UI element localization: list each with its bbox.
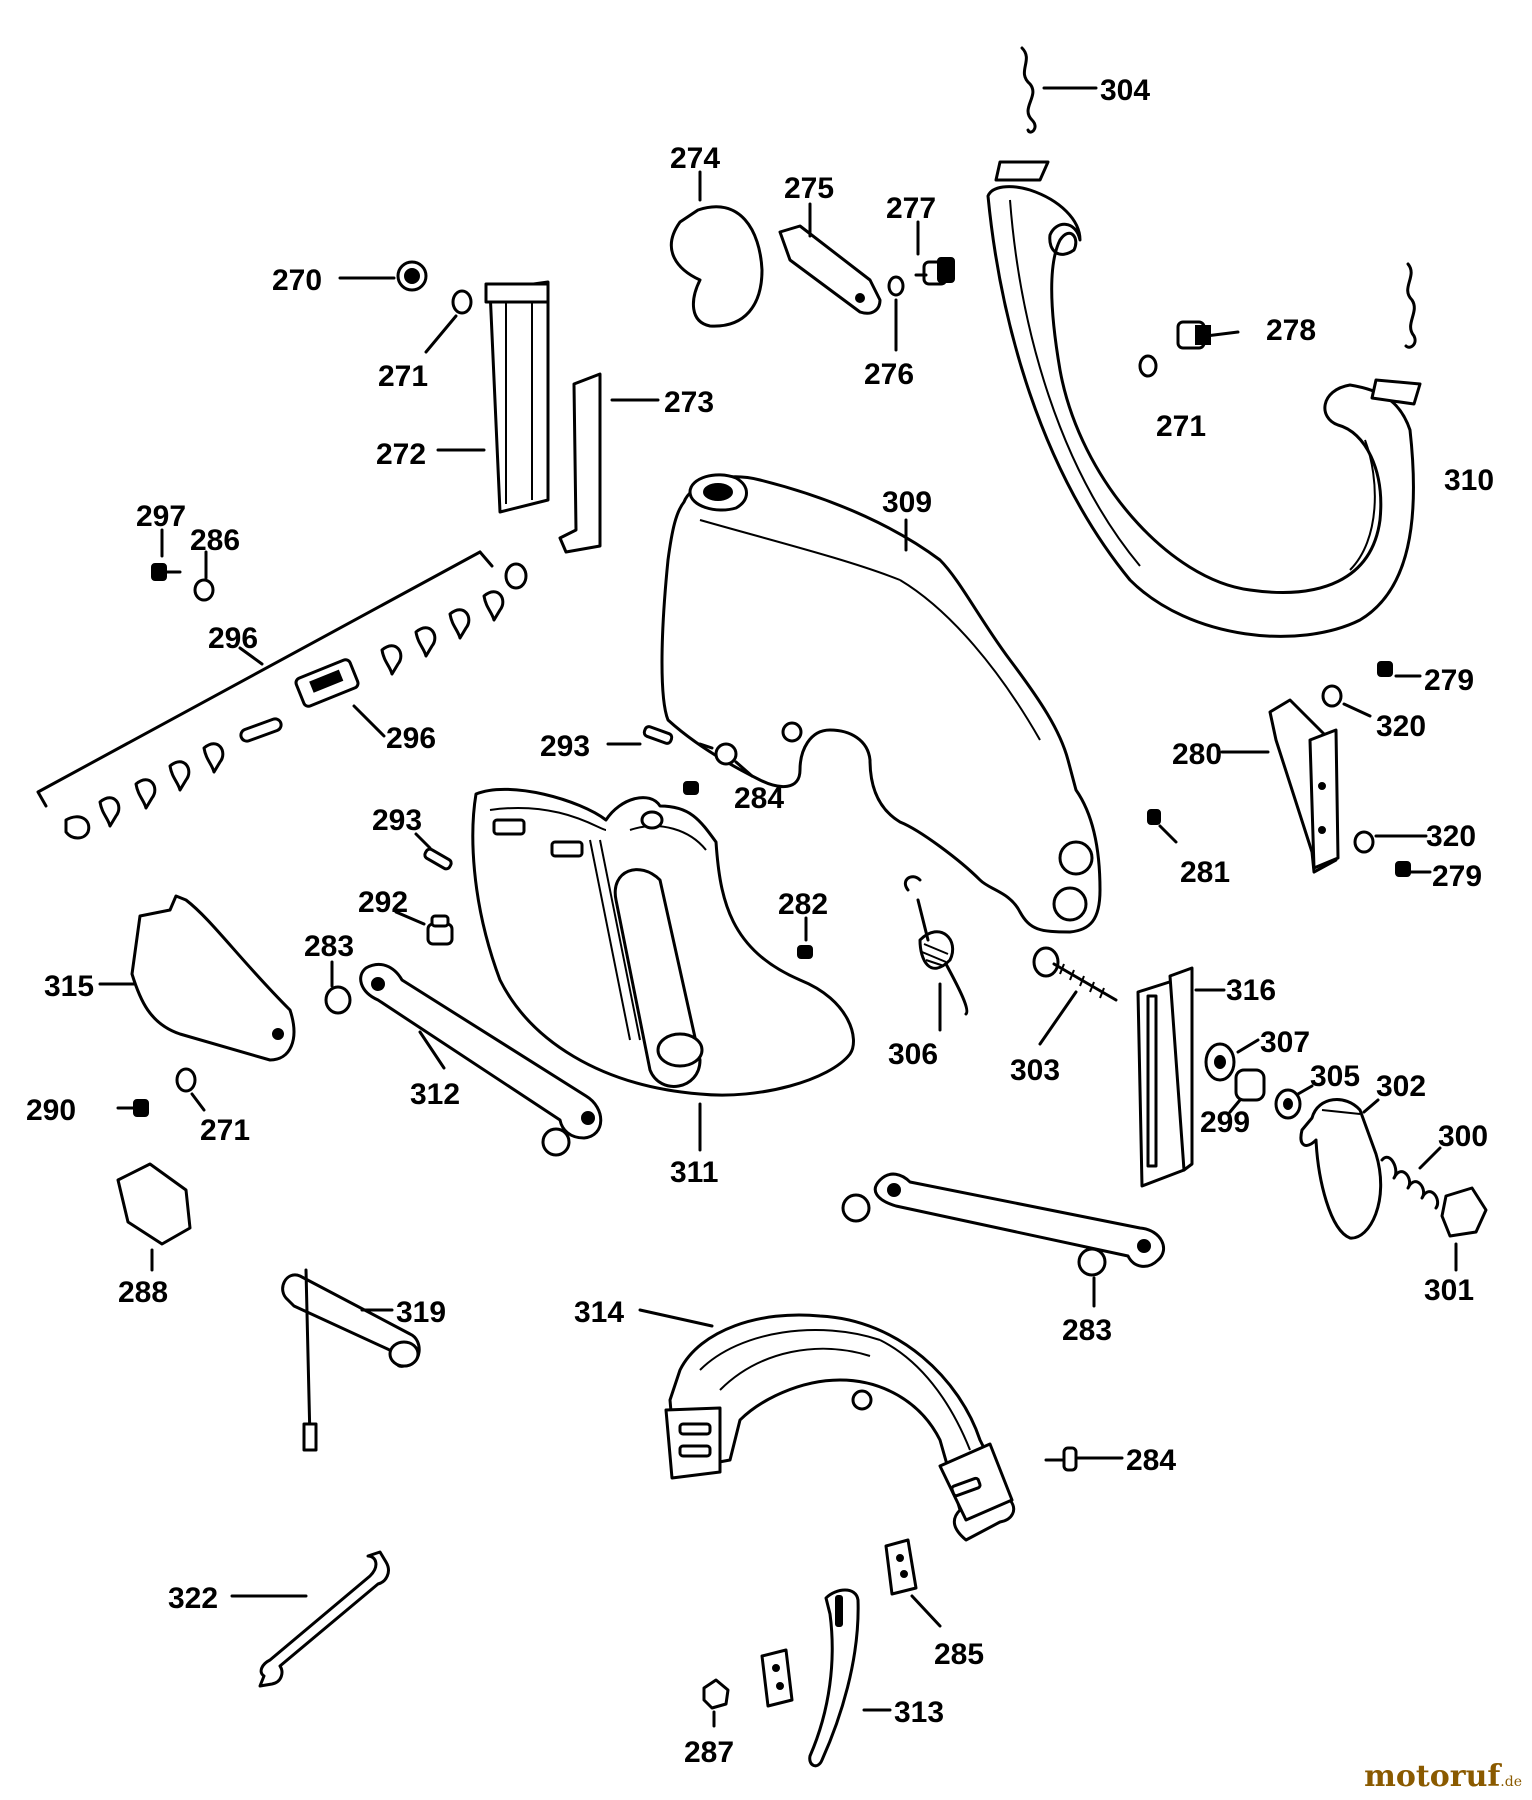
- part-293-pin: [642, 725, 674, 745]
- part-312-link: [359, 963, 603, 1140]
- label-311: 311: [670, 1156, 718, 1189]
- part-304-spring: [1020, 46, 1037, 134]
- label-281: 281: [1180, 856, 1230, 889]
- label-285: 285: [934, 1638, 984, 1671]
- part-301-cap-nut: [1440, 1186, 1488, 1238]
- label-301: 301: [1424, 1274, 1474, 1307]
- label-303: 303: [1010, 1054, 1060, 1087]
- label-292: 292: [358, 886, 408, 919]
- label-273: 273: [664, 386, 714, 419]
- part-290-screw: [116, 1099, 149, 1117]
- watermark-logo: motoruf.de: [1364, 1759, 1522, 1794]
- label-300: 300: [1438, 1120, 1488, 1153]
- label-293-b: 293: [372, 804, 422, 837]
- part-288-hex-nut: [116, 1162, 192, 1246]
- label-271-c: 271: [200, 1114, 250, 1147]
- part-315-bracket: [130, 894, 296, 1062]
- part-316-slotted-plate: [1136, 966, 1194, 1188]
- label-305: 305: [1310, 1060, 1360, 1093]
- label-283-b: 283: [1062, 1314, 1112, 1347]
- part-303-bolt: [1032, 946, 1118, 1002]
- part-284-screw-2: [1044, 1446, 1078, 1472]
- part-292-plug: [426, 914, 454, 946]
- label-278: 278: [1266, 314, 1316, 347]
- part-273-strip: [558, 372, 602, 554]
- part-305-nut: [1274, 1088, 1302, 1120]
- part-319-socket-wrench: [281, 1268, 421, 1452]
- label-279-b: 279: [1432, 860, 1482, 893]
- part-270-knob: [396, 260, 428, 292]
- label-310: 310: [1444, 464, 1494, 497]
- label-274: 274: [670, 142, 720, 175]
- label-276: 276: [864, 358, 914, 391]
- part-309-upper-guard: [660, 473, 1102, 934]
- label-283-a: 283: [304, 930, 354, 963]
- part-272-channel: [484, 280, 550, 514]
- label-286: 286: [190, 524, 240, 557]
- part-274-cover: [669, 205, 764, 328]
- label-316: 316: [1226, 974, 1276, 1007]
- label-296-a: 296: [208, 622, 258, 655]
- part-278-knob: [1176, 320, 1240, 350]
- part-313-riving-knife: [808, 1588, 860, 1768]
- part-293-pin-2: [423, 847, 453, 871]
- label-284-a: 284: [734, 782, 784, 815]
- label-312: 312: [410, 1078, 460, 1111]
- label-297: 297: [136, 500, 186, 533]
- part-285-clip: [760, 1538, 918, 1708]
- part-284-screw: [698, 742, 738, 766]
- label-307: 307: [1260, 1026, 1310, 1059]
- label-299: 299: [1200, 1106, 1250, 1139]
- label-302: 302: [1376, 1070, 1426, 1103]
- label-287: 287: [684, 1736, 734, 1769]
- label-270: 270: [272, 264, 322, 297]
- part-310-guard-arm: [986, 160, 1422, 638]
- part-306-spring: [903, 875, 969, 1016]
- watermark-brand: motoruf: [1364, 1759, 1501, 1794]
- label-315: 315: [44, 970, 94, 1003]
- part-296-assembly: [36, 550, 528, 840]
- label-284-b: 284: [1126, 1444, 1176, 1477]
- label-313: 313: [894, 1696, 944, 1729]
- watermark-tld: .de: [1500, 1774, 1522, 1790]
- label-271-a: 271: [378, 360, 428, 393]
- label-275: 275: [784, 172, 834, 205]
- label-279-a: 279: [1424, 664, 1474, 697]
- label-322: 322: [168, 1582, 218, 1615]
- label-280: 280: [1172, 738, 1222, 771]
- label-293-a: 293: [540, 730, 590, 763]
- label-309: 309: [882, 486, 932, 519]
- part-277-knob: [914, 257, 955, 286]
- label-288: 288: [118, 1276, 168, 1309]
- part-302-lever: [1299, 1098, 1383, 1240]
- part-link-lower: [873, 1172, 1165, 1268]
- part-311-lower-guard: [471, 787, 855, 1097]
- label-320-a: 320: [1376, 710, 1426, 743]
- label-282: 282: [778, 888, 828, 921]
- part-314-guard-shell: [664, 1313, 1016, 1542]
- label-319: 319: [396, 1296, 446, 1329]
- label-271-b: 271: [1156, 410, 1206, 443]
- part-280-bracket: [1268, 698, 1340, 874]
- part-numbers: 304 274 275 277 270 278 271 276 271 273 …: [26, 74, 1494, 1769]
- label-290: 290: [26, 1094, 76, 1127]
- part-297-screw: [151, 563, 182, 581]
- part-300-spring: [1380, 1155, 1439, 1210]
- part-299-bushing: [1234, 1068, 1266, 1102]
- label-304: 304: [1100, 74, 1150, 107]
- part-322-wrench: [258, 1550, 390, 1688]
- label-277: 277: [886, 192, 936, 225]
- label-320-b: 320: [1426, 820, 1476, 853]
- label-296-b: 296: [386, 722, 436, 755]
- label-272: 272: [376, 438, 426, 471]
- part-275-plate: [778, 224, 882, 315]
- label-314: 314: [574, 1296, 624, 1329]
- label-306: 306: [888, 1038, 938, 1071]
